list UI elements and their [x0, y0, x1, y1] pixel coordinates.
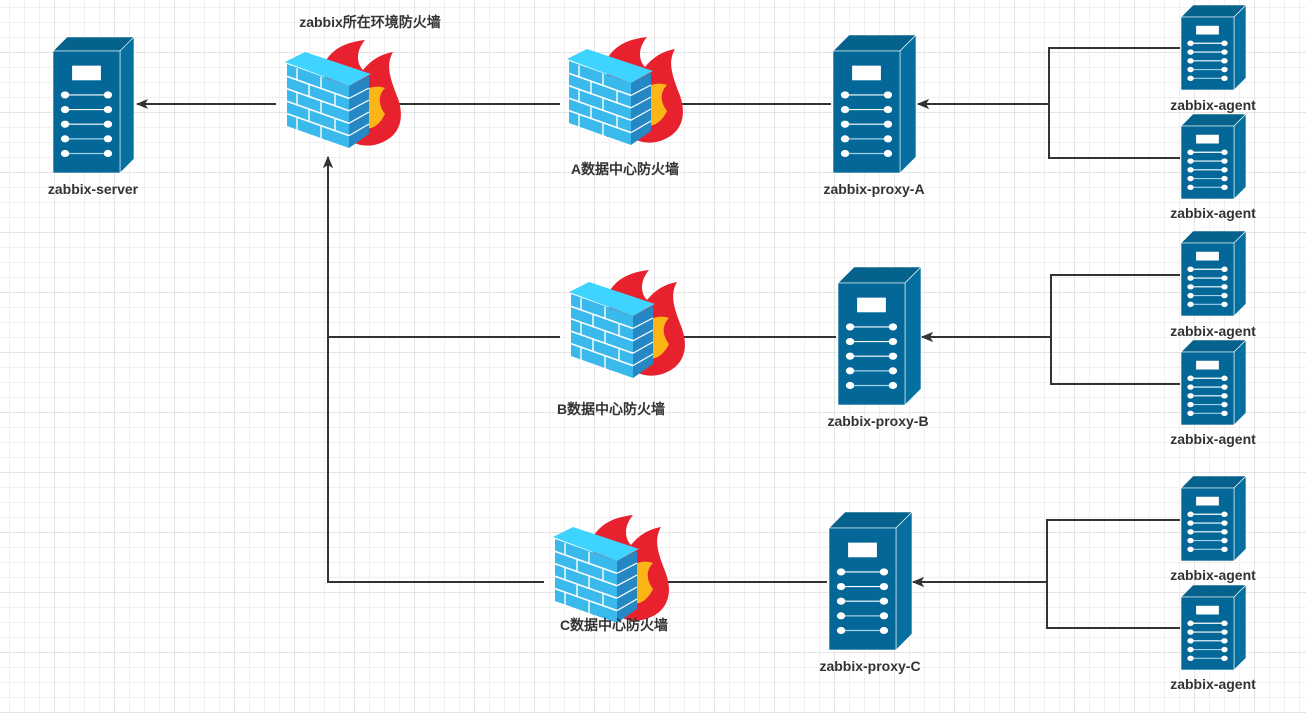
server-display	[1196, 605, 1219, 615]
label-firewall-b: B数据中心防火墙	[556, 401, 666, 417]
label-firewall-a: A数据中心防火墙	[570, 161, 680, 177]
server-display	[72, 65, 101, 81]
brick-wall-icon	[285, 52, 371, 148]
label-agent-c2: zabbix-agent	[1170, 676, 1256, 692]
label-agent-b2: zabbix-agent	[1170, 431, 1256, 447]
label-zabbix-server: zabbix-server	[47, 181, 139, 197]
server-display	[852, 65, 881, 81]
edges-layer	[136, 47, 1180, 629]
firewall-icon[interactable]	[569, 270, 685, 378]
server-icon[interactable]	[1180, 113, 1247, 200]
edge-agent_c1-to-proxy_c[interactable]	[912, 519, 1180, 587]
brick-wall-icon	[567, 49, 653, 145]
firewall-icon[interactable]	[567, 37, 683, 145]
server-display	[1196, 360, 1219, 370]
server-display	[1196, 25, 1219, 35]
server-display	[848, 542, 877, 558]
server-icon[interactable]	[1180, 475, 1247, 562]
server-icon[interactable]	[832, 34, 917, 174]
server-display	[1196, 496, 1219, 506]
edge-agent_b1-to-proxy_b[interactable]	[921, 274, 1180, 342]
label-firewall-c: C数据中心防火墙	[559, 617, 669, 633]
brick-wall-icon	[569, 282, 655, 378]
firewall-icon[interactable]	[553, 515, 669, 623]
label-agent-a2: zabbix-agent	[1170, 205, 1256, 221]
edge-agent_b2-to-proxy_b[interactable]	[921, 332, 1180, 385]
firewall-icon[interactable]	[285, 40, 401, 148]
server-icon[interactable]	[1180, 584, 1247, 671]
edge-agent_a2-to-proxy_a[interactable]	[917, 99, 1180, 159]
label-firewall-main: zabbix所在环境防火墙	[299, 14, 441, 30]
label-agent-c1: zabbix-agent	[1170, 567, 1256, 583]
label-proxy-b: zabbix-proxy-B	[827, 413, 929, 429]
label-agent-a1: zabbix-agent	[1170, 97, 1256, 113]
edge-fw_c-to-fw_main[interactable]	[323, 156, 544, 583]
edge-agent_a1-to-proxy_a[interactable]	[917, 47, 1180, 109]
server-display	[1196, 134, 1219, 144]
label-proxy-a: zabbix-proxy-A	[823, 181, 925, 197]
server-icon[interactable]	[52, 36, 135, 174]
server-icon[interactable]	[1180, 339, 1247, 426]
brick-wall-icon	[553, 527, 639, 623]
nodes-layer	[52, 4, 1247, 671]
edge-agent_c2-to-proxy_c[interactable]	[912, 577, 1180, 629]
server-icon[interactable]	[837, 266, 922, 406]
server-display	[1196, 251, 1219, 261]
label-agent-b1: zabbix-agent	[1170, 323, 1256, 339]
server-icon[interactable]	[828, 511, 913, 651]
server-icon[interactable]	[1180, 4, 1247, 91]
label-proxy-c: zabbix-proxy-C	[819, 658, 921, 674]
server-icon[interactable]	[1180, 230, 1247, 317]
server-display	[857, 297, 886, 313]
edge-fw_b-to-fw_main[interactable]	[323, 156, 560, 338]
